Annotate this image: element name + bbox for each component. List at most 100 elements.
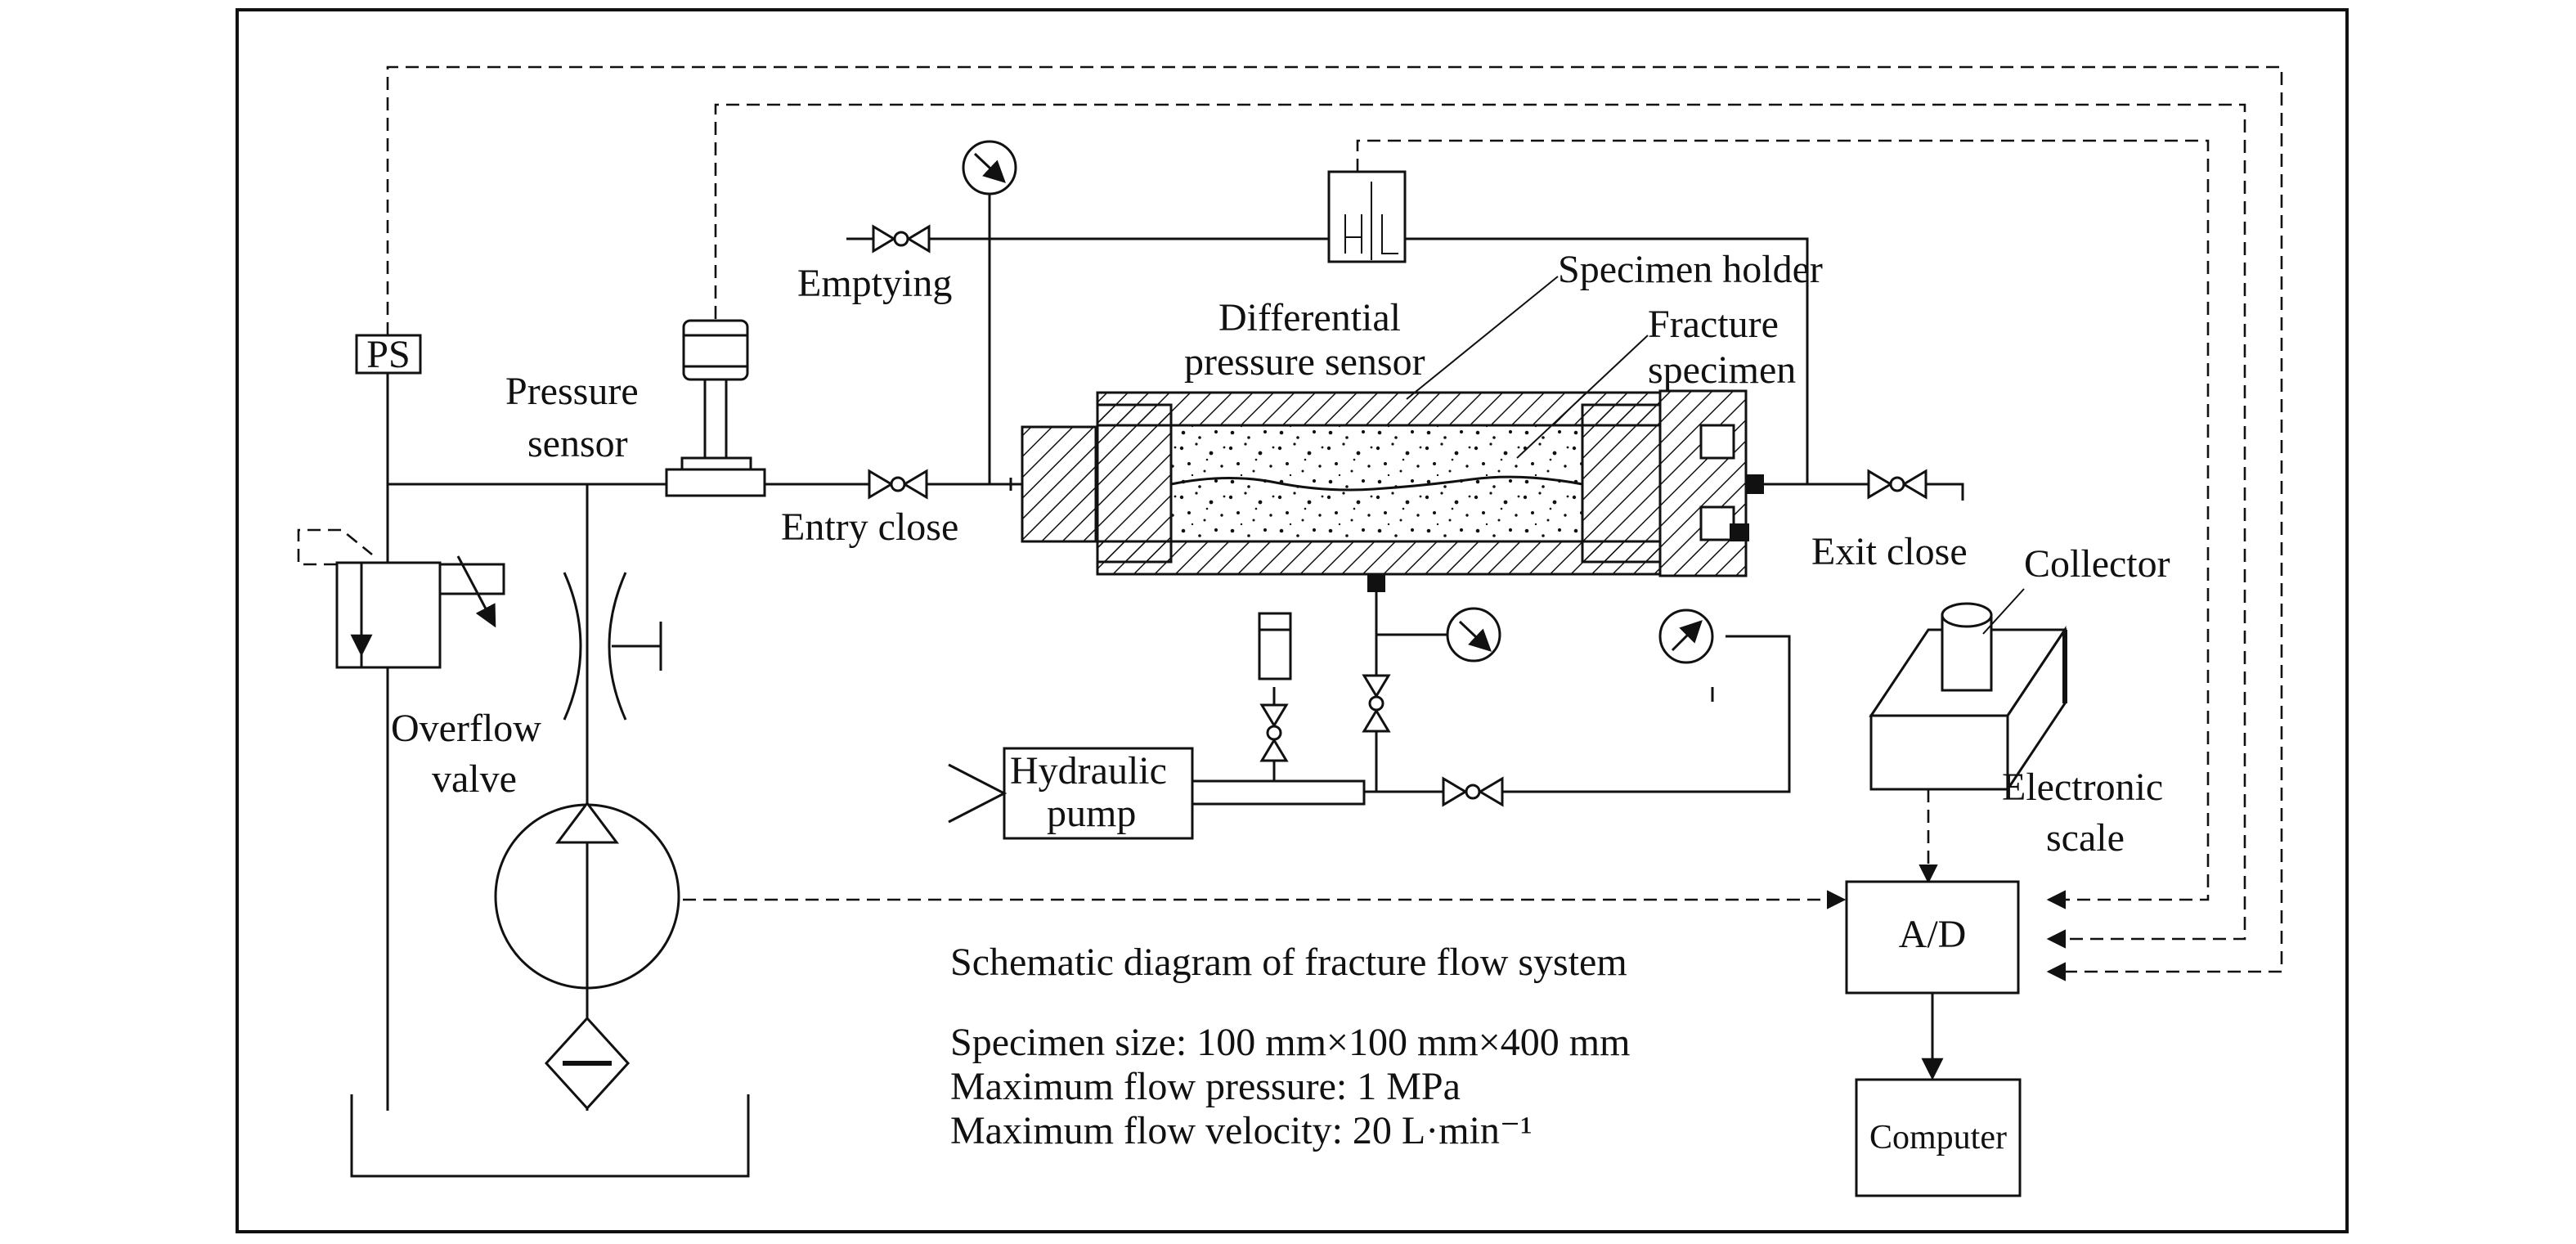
ad-box <box>1845 880 2020 995</box>
info-block: Schematic diagram of fracture flow syste… <box>950 941 1630 1152</box>
throttle-arc-right <box>608 572 627 721</box>
fracture-line <box>1170 475 1583 492</box>
exit-valve-center <box>1889 476 1905 492</box>
pressure-sensor-label-2: sensor <box>527 422 628 465</box>
scale-front <box>1869 714 2009 791</box>
throttle-arc-left <box>563 572 582 721</box>
collector-leader <box>1982 588 2025 635</box>
pressure-sensor-head-lines <box>684 334 747 368</box>
pressure-sensor-stem <box>703 379 728 458</box>
pressure-sensor-base <box>680 456 752 471</box>
hydraulic-label-2: pump <box>1047 792 1136 835</box>
overflow-valve-spring-box <box>438 563 505 595</box>
outer-frame <box>236 8 2349 1233</box>
overflow-pilot-line <box>297 528 373 566</box>
emptying-label: Emptying <box>797 262 952 305</box>
ps-label: PS <box>366 333 410 376</box>
holder-outlet-nozzle <box>1746 474 1764 494</box>
fracture-specimen-leader <box>1516 335 1649 459</box>
emptying-valve-right <box>906 224 931 254</box>
left-flange <box>1021 425 1097 543</box>
signal-line-differential <box>1356 139 2210 909</box>
max-pressure-text: Maximum flow pressure: 1 MPa <box>950 1065 1461 1108</box>
entry-valve-center <box>890 476 906 492</box>
left-end-cap <box>1096 403 1173 564</box>
hydraulic-pump-box <box>1003 747 1194 840</box>
accumulator-valve-top <box>1259 703 1289 728</box>
emptying-branch: Emptying <box>797 140 1809 484</box>
differential-label-1: Differential <box>1218 296 1401 339</box>
holder-shell-top <box>1096 391 1662 427</box>
entry-valve-left <box>868 469 894 500</box>
confining-gauge-needle <box>1458 620 1492 652</box>
pump-outlet-line <box>1364 635 1791 793</box>
overflow-label-1: Overflow <box>391 707 541 750</box>
tank <box>350 1094 750 1178</box>
overflow-valve-adjust-arrow <box>456 555 496 628</box>
diagram-title: Schematic diagram of fracture flow syste… <box>950 941 1627 984</box>
signal-line-pressure-sensor <box>714 103 2246 949</box>
pressure-sensor-label-1: Pressure <box>505 370 639 413</box>
confining-valve-top <box>1362 674 1391 698</box>
collector-scale: Collector Electronic scale <box>1869 542 2170 860</box>
holder-bottom-port <box>1367 574 1385 592</box>
emptying-valve-left <box>872 224 896 254</box>
pump-triangle <box>555 801 619 844</box>
specimen-size-text: Specimen size: 100 mm×100 mm×400 mm <box>950 1021 1630 1064</box>
ps-box <box>355 334 422 375</box>
throttle-adjust <box>612 622 662 671</box>
confining-valve-center <box>1368 695 1384 712</box>
collector-top <box>1941 602 1993 628</box>
hydraulic-pump-intake <box>948 763 1008 824</box>
accumulator <box>1258 612 1292 680</box>
differential-sensor-l <box>1381 214 1398 254</box>
left-circuit: PS Overflow valve <box>335 333 1022 1178</box>
acquisition: A/D Computer <box>1845 880 2022 1197</box>
bottom-valve-left <box>1442 776 1468 807</box>
differential-sensor-h <box>1344 214 1362 254</box>
exit-valve-left <box>1867 469 1893 500</box>
right-end-block <box>1581 403 1662 564</box>
overflow-valve-body <box>335 561 442 669</box>
fracture-label-1: Fracture <box>1648 303 1779 346</box>
overflow-label-2: valve <box>432 757 517 801</box>
hydraulic-pump: Hydraulic pump <box>948 612 1366 840</box>
emptying-valve-center <box>893 231 909 247</box>
entry-close-label: Entry close <box>781 505 958 549</box>
max-velocity-text: Maximum flow velocity: 20 L·min⁻¹ <box>950 1109 1533 1152</box>
fracture-label-2: specimen <box>1648 348 1796 392</box>
pressure-sensor-mount <box>665 468 766 497</box>
signal-lines <box>297 65 2283 981</box>
hydraulic-pump-outlet <box>1191 779 1366 806</box>
exit-line <box>1807 483 1964 501</box>
electronic-label-1: Electronic <box>2002 766 2163 809</box>
differential-sensor-box <box>1327 170 1407 263</box>
entry-valve: Entry close <box>781 469 958 549</box>
right-gauge-needle <box>1671 620 1703 652</box>
confining-valve-bottom <box>1362 708 1391 733</box>
computer-box <box>1855 1078 2022 1197</box>
computer-label: Computer <box>1869 1119 2007 1156</box>
right-flange <box>1658 389 1748 577</box>
right-flange-inner <box>1699 424 1735 460</box>
fracture-specimen <box>1169 424 1584 543</box>
differential-pressure-sensor: Differential pressure sensor <box>1184 170 1425 384</box>
top-gauge-needle <box>973 152 1006 183</box>
specimen-holder: Specimen holder Fracture specimen <box>1009 248 1823 592</box>
specimen-holder-label: Specimen holder <box>1558 248 1823 291</box>
hydraulic-label-1: Hydraulic <box>1010 749 1167 793</box>
bottom-valve-right <box>1478 776 1504 807</box>
holder-right-port <box>1730 523 1749 541</box>
ad-label: A/D <box>1899 913 1967 956</box>
collector-label: Collector <box>2024 542 2170 586</box>
exit-close-label: Exit close <box>1811 530 1968 573</box>
accumulator-valve-center <box>1266 725 1282 741</box>
exit-valve: Exit close <box>1807 469 1968 573</box>
bottom-valve-center <box>1465 784 1481 800</box>
entry-valve-right <box>902 469 928 500</box>
differential-label-2: pressure sensor <box>1184 340 1425 384</box>
pressure-sensor-head <box>682 319 749 381</box>
electronic-label-2: scale <box>2046 816 2125 860</box>
accumulator-valve-bottom <box>1259 738 1289 762</box>
